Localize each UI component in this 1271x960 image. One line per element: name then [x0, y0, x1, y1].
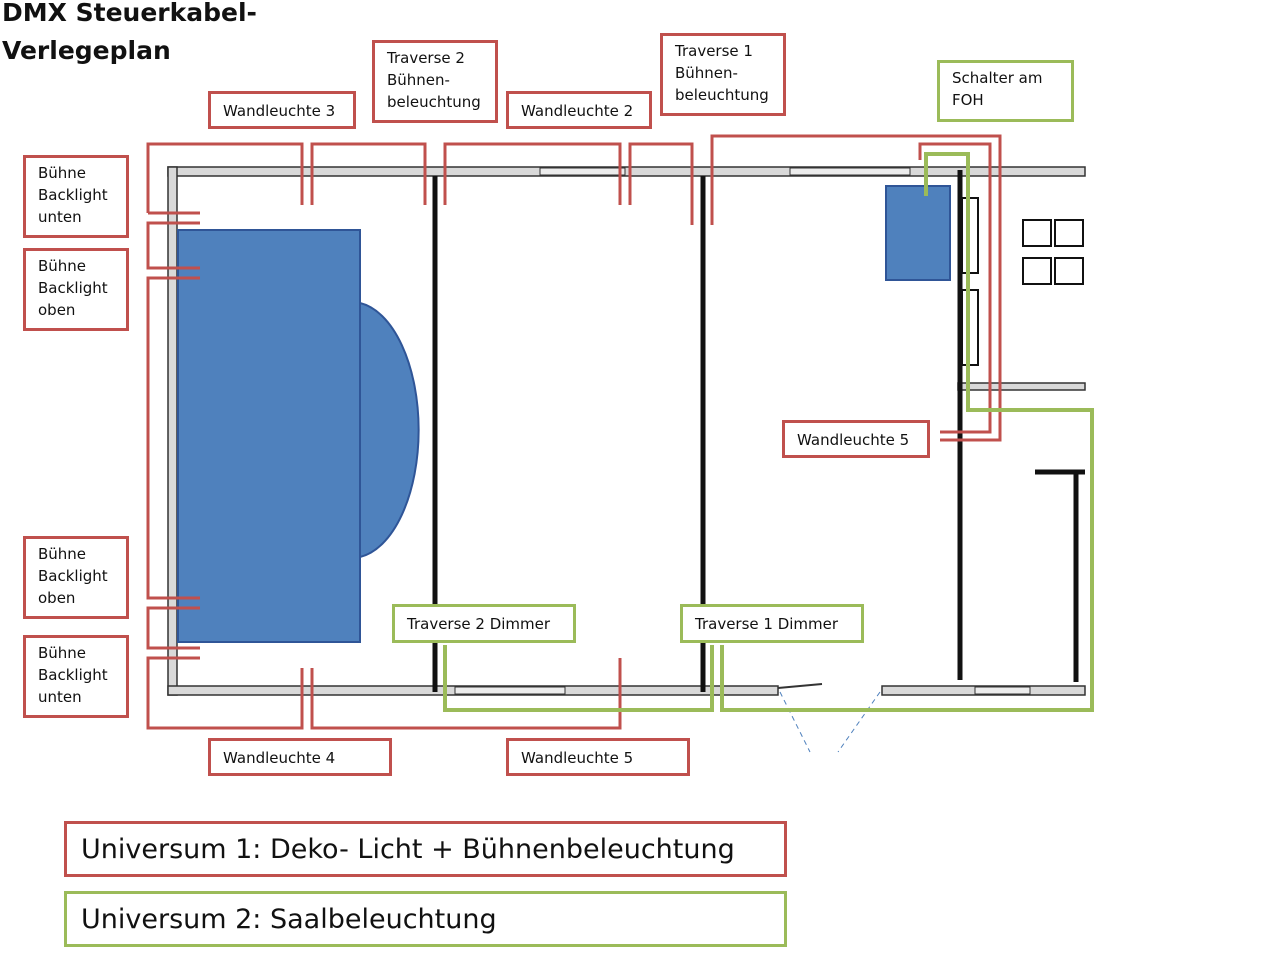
- legend-universe-2: Universum 2: Saalbeleuchtung: [64, 891, 787, 947]
- wall-right-inner: [957, 382, 1086, 391]
- label-buehne-backlight-unten-bottom: Bühne Backlight unten: [23, 635, 129, 718]
- label-buehne-backlight-oben-bottom: Bühne Backlight oben: [23, 536, 129, 619]
- label-buehne-backlight-unten-top: Bühne Backlight unten: [23, 155, 129, 238]
- label-wandleuchte-5-bottom: Wandleuchte 5: [506, 738, 690, 776]
- label-schalter-am-foh: Schalter am FOH: [937, 60, 1074, 122]
- label-traverse-2-dimmer: Traverse 2 Dimmer: [392, 604, 576, 643]
- stage-main: [177, 229, 361, 643]
- title-line-2: Verlegeplan: [2, 36, 171, 65]
- label-wandleuchte-4: Wandleuchte 4: [208, 738, 392, 776]
- label-wandleuchte-3: Wandleuchte 3: [208, 91, 356, 129]
- door: [777, 683, 881, 753]
- diagram-title: DMX Steuerkabel- Verlegeplan: [2, 0, 257, 70]
- label-traverse-1-buehnenbeleuchtung: Traverse 1 Bühnen- beleuchtung: [660, 33, 786, 116]
- universe-1-cables: [146, 134, 1002, 730]
- foh-desk: [885, 185, 951, 281]
- label-wandleuchte-2: Wandleuchte 2: [506, 91, 652, 129]
- label-wandleuchte-5-right: Wandleuchte 5: [782, 420, 930, 458]
- label-traverse-1-dimmer: Traverse 1 Dimmer: [680, 604, 864, 643]
- wall-left: [167, 166, 178, 696]
- wall-top: [167, 166, 1086, 177]
- universe-2-cables: [443, 152, 1094, 712]
- stage: [177, 229, 420, 643]
- legend-universe-1: Universum 1: Deko- Licht + Bühnenbeleuch…: [64, 821, 787, 877]
- label-traverse-2-buehnenbeleuchtung: Traverse 2 Bühnen- beleuchtung: [372, 40, 498, 123]
- label-buehne-backlight-oben-top: Bühne Backlight oben: [23, 248, 129, 331]
- windows: [454, 167, 1031, 695]
- title-line-1: DMX Steuerkabel-: [2, 0, 257, 27]
- stage-apron: [359, 301, 420, 559]
